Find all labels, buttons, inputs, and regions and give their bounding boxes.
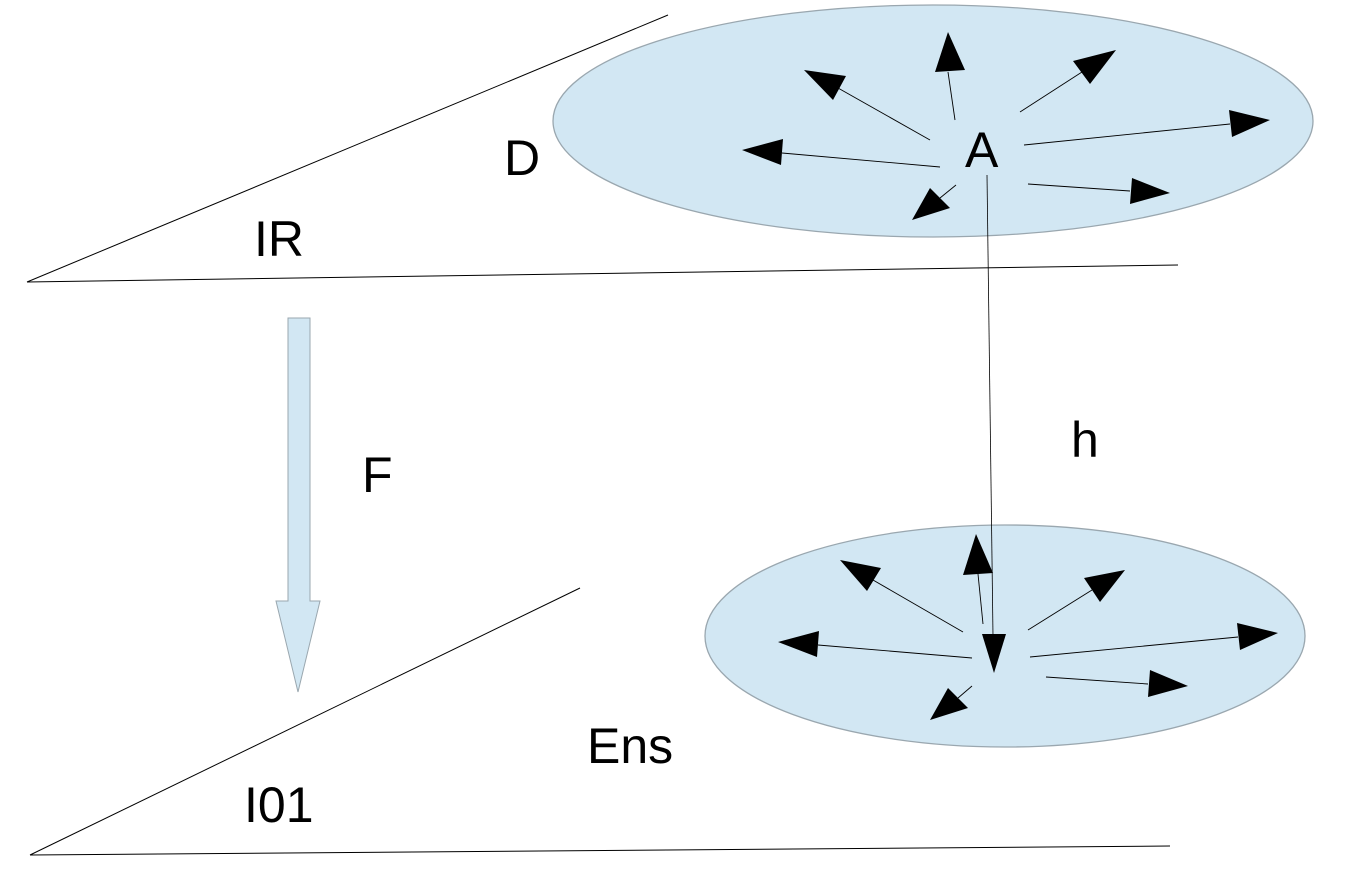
upper-plane — [26, 14, 1179, 283]
upper-arrow-up-left — [804, 70, 931, 141]
lower-arrow-down-left — [930, 685, 973, 720]
upper-arrow-right — [1023, 110, 1270, 146]
lower-arrow-up-left — [840, 560, 964, 633]
label-ir: IR — [254, 211, 304, 267]
lower-arrow-down-right — [1045, 670, 1188, 697]
label-i01: I01 — [244, 777, 314, 833]
upper-set-ellipse — [552, 4, 1314, 238]
upper-plane-slant-edge — [26, 14, 669, 283]
lower-arrow-right — [1029, 623, 1278, 658]
mapping-h — [982, 174, 1006, 673]
label-ens: Ens — [587, 718, 673, 774]
label-d: D — [504, 130, 540, 186]
upper-arrow-down-left — [912, 184, 957, 220]
lower-arrows — [778, 534, 1278, 720]
label-f: F — [362, 447, 393, 503]
upper-arrow-up-right — [1019, 50, 1116, 113]
upper-arrows — [742, 32, 1270, 220]
lower-arrow-up — [963, 534, 993, 625]
lower-plane-slant-edge — [29, 587, 581, 856]
upper-arrow-down-right — [1027, 178, 1170, 204]
lower-arrow-up-right — [1027, 570, 1125, 631]
upper-arrow-up — [935, 32, 965, 121]
lower-plane — [29, 587, 1171, 856]
lower-arrow-left — [778, 631, 973, 659]
upper-arrow-left — [742, 139, 941, 168]
label-a: A — [965, 122, 999, 178]
mapping-h-arrowhead — [982, 634, 1006, 673]
lower-plane-bottom-edge — [29, 845, 1171, 856]
projection-arrow-f — [275, 317, 321, 693]
label-h: h — [1071, 412, 1099, 468]
upper-plane-bottom-edge — [26, 264, 1179, 283]
